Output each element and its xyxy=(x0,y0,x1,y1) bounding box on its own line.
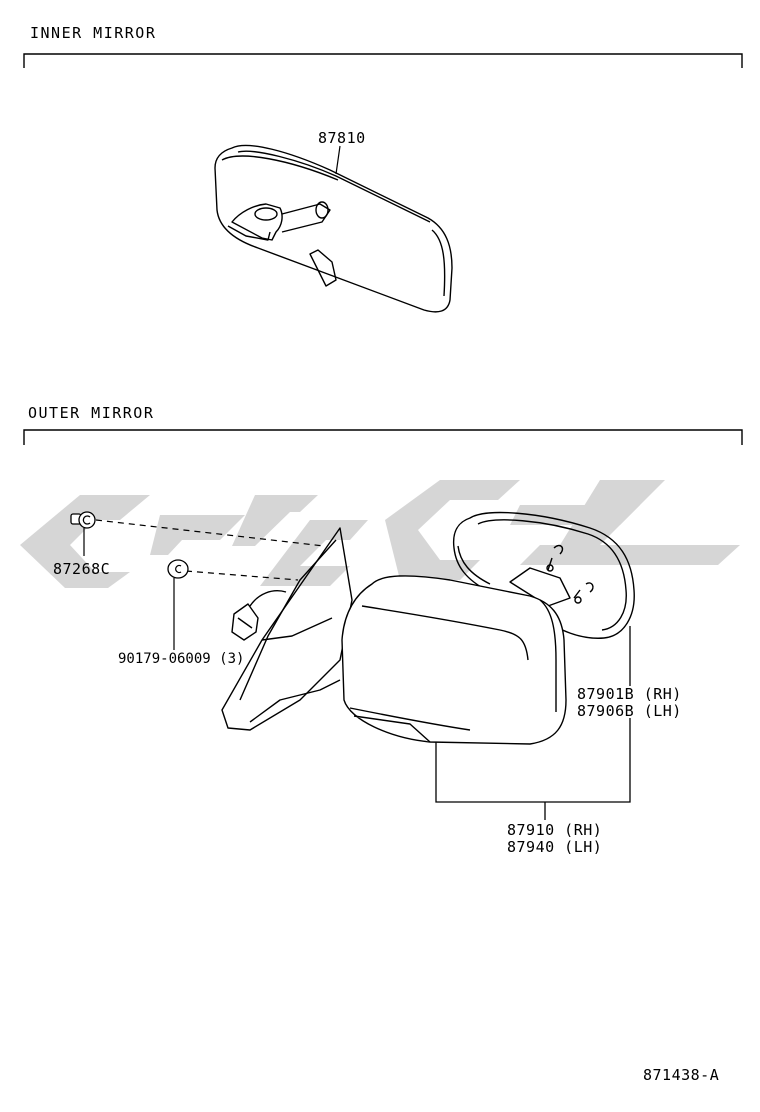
part-label-cap: 87268C xyxy=(53,560,111,578)
part-label-assy-rh: 87910 (RH) xyxy=(507,821,603,839)
outer-section-bracket xyxy=(23,429,743,445)
part-label-screw: 90179-06009 (3) xyxy=(118,651,245,667)
inner-mirror-section-title: INNER MIRROR xyxy=(30,24,157,42)
inner-mirror-drawing xyxy=(214,144,453,313)
mirror-housing-drawing xyxy=(341,575,567,745)
part-label-assy-lh: 87940 (LH) xyxy=(507,838,603,856)
diagram-id: 871438-A xyxy=(643,1066,720,1084)
watermark-logo xyxy=(20,480,740,588)
part-label-glass-lh: 87906B (LH) xyxy=(577,702,682,720)
part-label-inner-mirror: 87810 xyxy=(318,129,366,147)
part-label-glass-rh: 87901B (RH) xyxy=(577,685,682,703)
cap-87268C-drawing xyxy=(70,511,96,529)
assembly-leaders xyxy=(435,626,631,820)
inner-section-bracket xyxy=(23,53,743,68)
outer-mirror-section-title: OUTER MIRROR xyxy=(28,404,155,422)
screw-90179-drawing xyxy=(167,559,189,579)
inner-mirror-leader xyxy=(335,145,341,175)
mirror-glass-drawing xyxy=(452,511,635,639)
fastener-leaders xyxy=(95,519,325,581)
